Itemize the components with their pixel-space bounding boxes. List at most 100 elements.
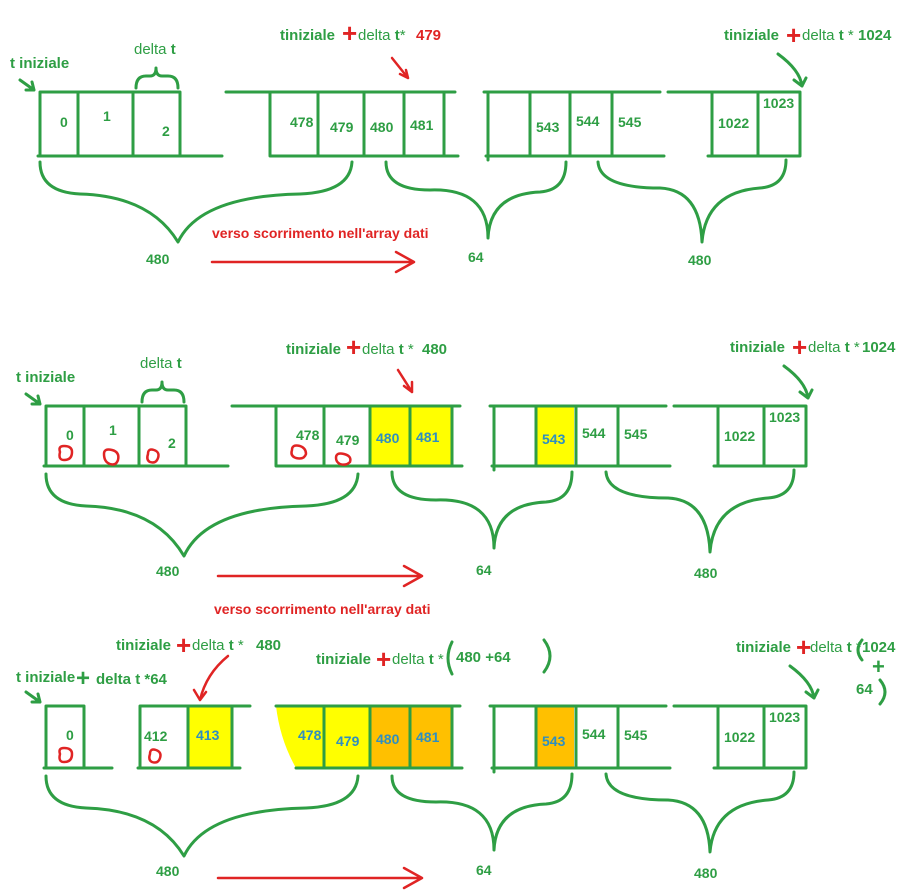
cell: 545 [624, 426, 648, 442]
svg-text:delta t *: delta t * [810, 639, 862, 656]
svg-text:480: 480 [694, 865, 718, 881]
svg-text:+: + [796, 632, 811, 662]
svg-text:1024: 1024 [858, 27, 892, 44]
svg-text:+: + [76, 665, 90, 692]
array-block-c: 543 544 545 [488, 404, 672, 472]
cell: 544 [582, 726, 606, 742]
svg-text:+: + [176, 630, 191, 660]
formula-480: tiniziale [286, 341, 341, 358]
svg-text:+: + [792, 332, 807, 362]
direction-label: verso scorrimento nell'array dati [212, 225, 429, 241]
array-block-d: 1022 1023 [672, 404, 808, 468]
formula-1024: tiniziale [724, 27, 779, 44]
cell: 1022 [724, 428, 755, 444]
cell: 412 [144, 728, 168, 744]
cell: 1 [109, 422, 117, 438]
cell: 478 [298, 727, 322, 743]
svg-text:delta t *: delta t * [392, 651, 444, 668]
cell: 1023 [763, 95, 794, 111]
cell: 0 [66, 427, 74, 443]
cell: 545 [624, 727, 648, 743]
cell: 543 [536, 119, 560, 135]
cell: 543 [542, 431, 566, 447]
segment-64: 64 [468, 249, 484, 265]
svg-text:1024: 1024 [862, 639, 896, 656]
svg-text:t iniziale: t iniziale [16, 369, 75, 386]
cell: 480 [370, 119, 394, 135]
svg-text:+: + [346, 332, 361, 362]
cell: 479 [330, 119, 354, 135]
svg-text:delta t *: delta t * [802, 27, 854, 44]
svg-text:480 +64: 480 +64 [456, 649, 511, 666]
red-marks [58, 444, 352, 466]
direction-arrow [210, 250, 416, 274]
cell: 479 [336, 432, 360, 448]
cell: 1023 [769, 409, 800, 425]
pointer-arrow [390, 56, 410, 80]
svg-text:480: 480 [256, 637, 281, 654]
brace-480 [38, 160, 354, 244]
t-iniziale-label: t iniziale [10, 55, 69, 72]
delta-t-brace [134, 66, 180, 90]
brace-480-right [596, 158, 788, 244]
svg-text:480: 480 [156, 563, 180, 579]
svg-text:tiniziale: tiniziale [316, 651, 371, 668]
array-block-b: 478 479 480 481 [230, 404, 464, 468]
segment-480: 480 [688, 252, 712, 268]
svg-text:480: 480 [694, 565, 718, 581]
start-arrow [18, 78, 36, 92]
cell: 478 [290, 114, 314, 130]
formula-479: tiniziale [280, 27, 335, 44]
cell: 544 [582, 425, 606, 441]
svg-text:+: + [786, 20, 801, 50]
row-3: t iniziale + delta t *64 tiniziale + del… [16, 630, 896, 890]
svg-text:64: 64 [856, 681, 873, 698]
cell: 2 [162, 123, 170, 139]
segment-480: 480 [146, 251, 170, 267]
highlight-543 [536, 706, 574, 768]
cell: 0 [60, 114, 68, 130]
svg-text:1024: 1024 [862, 339, 896, 356]
cell: 480 [376, 430, 400, 446]
svg-text:delta t *: delta t * [192, 637, 244, 654]
array-block-d: 1022 1023 [672, 704, 808, 770]
cell: 413 [196, 727, 220, 743]
end-arrow [776, 52, 808, 88]
row-2: t iniziale delta t tiniziale + delta t *… [16, 332, 896, 617]
array-block-b: 478 479 480 481 [224, 90, 460, 158]
cell: 479 [336, 733, 360, 749]
highlight-413 [188, 706, 232, 768]
factor-479: 479 [416, 27, 441, 44]
svg-text:64: 64 [476, 862, 492, 878]
array-block-b: 412 413 478 479 480 481 [136, 704, 464, 770]
array-block-a: 0 1 2 [42, 404, 230, 468]
svg-text:delta t *64: delta t *64 [96, 671, 168, 688]
cell: 481 [416, 729, 440, 745]
red-marks [58, 746, 162, 764]
cell: 1022 [724, 729, 755, 745]
svg-text:t iniziale: t iniziale [16, 669, 75, 686]
cell: 545 [618, 114, 642, 130]
array-block-a: 0 1 2 [36, 90, 224, 158]
svg-text:tiniziale: tiniziale [116, 637, 171, 654]
svg-text:delta t: delta t [140, 355, 182, 372]
svg-text:tiniziale: tiniziale [730, 339, 785, 356]
cell: 480 [376, 731, 400, 747]
svg-text:480: 480 [156, 863, 180, 879]
array-block-c: 543 544 545 [482, 90, 666, 162]
cell: 0 [66, 727, 74, 743]
svg-text:480: 480 [422, 341, 447, 358]
cell: 481 [416, 429, 440, 445]
delta-t-label: delta t [134, 41, 176, 58]
cell: 1022 [718, 115, 749, 131]
cell: 543 [542, 733, 566, 749]
highlight-543 [536, 406, 574, 466]
array-block-a: 0 [42, 704, 114, 770]
cell: 1 [103, 108, 111, 124]
cell: 544 [576, 113, 600, 129]
svg-text:delta t*: delta t* [358, 27, 406, 44]
array-block-d: 1022 1023 [666, 90, 802, 158]
svg-text:+: + [872, 654, 885, 679]
plus-sign: + [342, 18, 357, 48]
row-1: t iniziale delta t tiniziale + delta t* … [10, 18, 892, 274]
